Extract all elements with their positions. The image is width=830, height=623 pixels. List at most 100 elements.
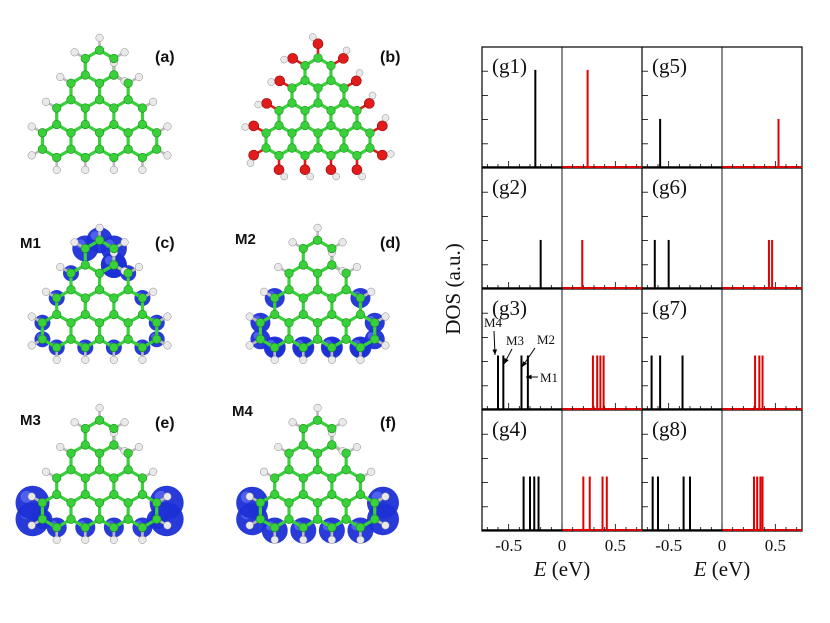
carbon-atom xyxy=(284,285,294,295)
carbon-atom xyxy=(300,75,310,86)
carbon-atom xyxy=(109,473,119,483)
carbon-atom xyxy=(370,334,380,344)
carbon-atom xyxy=(326,75,336,86)
carbon-atom xyxy=(270,342,280,353)
carbon-atom xyxy=(298,489,308,500)
carbon-atom xyxy=(123,144,133,154)
carbon-atom xyxy=(123,78,133,88)
carbon-atom xyxy=(123,285,133,295)
hydrogen-atom xyxy=(56,442,65,452)
oxygen-atom xyxy=(248,149,259,161)
carbon-atom xyxy=(370,514,380,524)
carbon-atom xyxy=(109,309,119,320)
hydrogen-atom xyxy=(52,355,61,364)
carbon-atom xyxy=(152,144,162,154)
hydrogen-atom xyxy=(274,262,283,272)
carbon-atom xyxy=(352,150,362,161)
hydrogen-atom xyxy=(356,355,365,364)
carbon-atom xyxy=(270,473,280,483)
hydrogen-atom xyxy=(109,355,118,364)
hydrogen-atom xyxy=(245,312,254,321)
carbon-atom xyxy=(52,489,62,500)
hydrogen-atom xyxy=(27,492,36,501)
hydrogen-atom xyxy=(332,172,340,181)
carbon-atom xyxy=(255,318,266,328)
carbon-atom xyxy=(137,119,148,130)
oxygen-atom xyxy=(273,164,285,176)
carbon-atom xyxy=(37,334,48,344)
carbon-atom xyxy=(152,514,162,524)
carbon-atom xyxy=(80,342,90,353)
carbon-atom xyxy=(298,440,308,450)
dos-panel-label: (g5) xyxy=(652,54,687,78)
hydrogen-atom xyxy=(381,521,390,530)
carbon-atom xyxy=(94,78,105,88)
carbon-atom xyxy=(339,128,349,138)
carbon-atom xyxy=(298,309,308,320)
molecule-panel-d: (d)M2 xyxy=(235,223,400,364)
hydrogen-atom xyxy=(95,33,104,42)
carbon-atom xyxy=(80,103,90,113)
hydrogen-atom xyxy=(352,442,361,452)
dos-panel-g8: (g8) xyxy=(642,410,802,531)
carbon-atom xyxy=(94,448,105,458)
carbon-atom xyxy=(137,103,148,113)
hydrogen-atom xyxy=(338,418,347,427)
carbon-atom xyxy=(80,70,90,80)
carbon-atom xyxy=(284,514,294,524)
carbon-atom xyxy=(341,334,351,344)
oxygen-atom xyxy=(248,120,259,132)
oxygen-atom xyxy=(377,120,388,132)
x-tick-label: 0.5 xyxy=(765,536,786,555)
carbon-atom xyxy=(365,143,375,153)
carbon-atom xyxy=(123,268,133,278)
oxygen-atom xyxy=(261,98,272,109)
carbon-atom xyxy=(287,98,297,108)
carbon-atom xyxy=(94,334,105,344)
hydrogen-atom xyxy=(109,165,118,174)
dos-panel-label: (g6) xyxy=(652,175,687,199)
arrow-head xyxy=(526,374,532,380)
carbon-atom xyxy=(300,60,310,71)
oxygen-atom xyxy=(351,164,363,176)
hydrogen-atom xyxy=(259,287,269,296)
carbon-atom xyxy=(341,285,351,295)
panel-letter: (d) xyxy=(380,235,400,252)
carbon-atom xyxy=(326,60,336,71)
carbon-atom xyxy=(80,243,90,254)
hydrogen-atom xyxy=(41,467,51,476)
carbon-atom xyxy=(52,522,62,533)
hydrogen-atom xyxy=(149,467,158,476)
hydrogen-atom xyxy=(381,492,390,501)
carbon-atom xyxy=(80,489,90,500)
carbon-atom xyxy=(313,53,323,63)
orbital-annotation: M1 xyxy=(540,370,558,385)
carbon-atom xyxy=(284,498,294,508)
carbon-atom xyxy=(352,120,362,131)
carbon-atom xyxy=(37,498,48,508)
panel-letter: (c) xyxy=(155,235,175,252)
carbon-atom xyxy=(109,440,119,450)
dos-panel-label: (g4) xyxy=(492,417,527,441)
hydrogen-atom xyxy=(163,341,172,350)
carbon-atom xyxy=(298,423,308,434)
hydrogen-atom xyxy=(163,492,172,501)
carbon-atom xyxy=(284,334,294,344)
carbon-atom xyxy=(313,128,323,138)
carbon-atom xyxy=(339,143,349,153)
carbon-atom xyxy=(94,45,105,55)
carbon-atom xyxy=(339,83,349,93)
hydrogen-atom xyxy=(327,535,336,544)
hydrogen-atom xyxy=(270,355,279,364)
hydrogen-atom xyxy=(134,72,143,82)
panel-letter: (e) xyxy=(155,415,175,432)
carbon-atom xyxy=(327,293,337,303)
hydrogen-atom xyxy=(313,223,322,232)
hydrogen-atom xyxy=(280,172,289,181)
carbon-atom xyxy=(37,144,48,154)
dos-panel-label: (g3) xyxy=(492,296,527,320)
carbon-atom xyxy=(137,152,148,163)
hydrogen-atom xyxy=(27,151,36,160)
carbon-atom xyxy=(326,150,336,161)
carbon-atom xyxy=(352,105,362,116)
